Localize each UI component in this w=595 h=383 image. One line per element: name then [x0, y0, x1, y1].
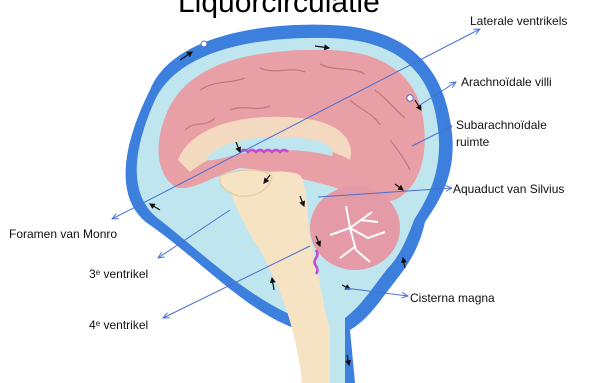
cerebellum — [310, 186, 400, 270]
label-4e-number: 4 — [89, 318, 96, 332]
label-foramen-van-monro: Foramen van Monro — [9, 227, 117, 241]
label-3e-text: ventrikel — [100, 267, 148, 281]
label-subarachnoidale-ruimte-line1: Subarachnoïdale — [456, 118, 547, 132]
label-3e-ventrikel: 3e ventrikel — [89, 267, 148, 281]
label-aquaduct-van-silvius: Aquaduct van Silvius — [453, 182, 564, 196]
label-3e-superscript: e — [96, 268, 100, 277]
page-title: Liquorcirculatie — [178, 0, 380, 20]
label-arachnoidale-villi: Arachnoïdale villi — [461, 75, 552, 89]
label-laterale-ventrikels: Laterale ventrikels — [470, 14, 567, 28]
label-cisterna-magna: Cisterna magna — [410, 291, 495, 305]
label-3e-number: 3 — [89, 267, 96, 281]
label-subarachnoidale-ruimte-line2: ruimte — [456, 135, 489, 149]
choroid-plexus — [240, 150, 288, 152]
label-4e-text: ventrikel — [100, 318, 148, 332]
label-4e-ventrikel: 4e ventrikel — [89, 318, 148, 332]
label-4e-superscript: e — [96, 319, 100, 328]
